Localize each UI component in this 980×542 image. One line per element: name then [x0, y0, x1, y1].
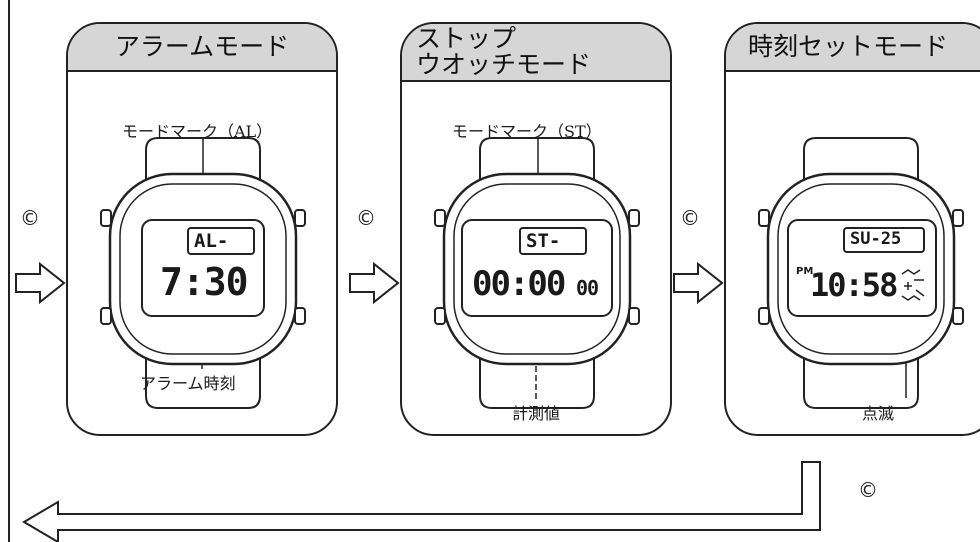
lcd-pm-indicator: PM	[796, 266, 814, 277]
button-c-mark-2: ©	[356, 206, 376, 230]
left-border	[8, 0, 10, 542]
panel-title-text: 時刻セットモード	[748, 31, 949, 61]
lcd-hundredths: 00	[576, 276, 599, 300]
panel-title-line2: ウオッチモード	[416, 50, 592, 79]
mode-mark-label-al: モードマーク（AL）	[122, 122, 273, 141]
lcd-mode-box-day-date: SU-25	[850, 229, 902, 249]
alarm-time-label: アラーム時刻	[140, 374, 236, 393]
right-arrow-icon-3	[673, 261, 724, 305]
button-c-mark-1: ©	[20, 206, 40, 230]
mode-mark-label-st: モードマーク（ST）	[452, 122, 602, 141]
panel-title-text: アラームモード	[114, 31, 290, 61]
watch-illustration-alarm	[100, 137, 306, 409]
return-arrow-icon	[22, 461, 821, 542]
right-arrow-icon-2	[349, 261, 400, 305]
lcd-time-stopwatch: 00:00	[472, 264, 566, 304]
lcd-mode-box-st: ST-	[526, 230, 561, 252]
panel-time-set-mode: 時刻セットモード 点滅 PM SU-25 10:58	[724, 22, 980, 436]
lcd-time-set: 10:58	[810, 266, 898, 304]
panel-title-time-set: 時刻セットモード	[726, 24, 980, 72]
lcd-mode-box-al: AL-	[194, 230, 229, 252]
measured-value-label: 計測値	[512, 404, 561, 423]
watch-illustration-time-set	[758, 137, 964, 409]
panel-title-stopwatch: ストップ ウオッチモード	[402, 24, 670, 82]
right-arrow-icon-1	[15, 261, 66, 305]
panel-alarm-mode: アラームモード モードマーク（AL） アラーム時刻 AL- 7:30	[66, 22, 338, 436]
panel-title-line1: ストップ	[416, 23, 517, 53]
button-c-mark-3: ©	[680, 206, 700, 230]
lcd-time-alarm: 7:30	[160, 260, 249, 304]
panel-stopwatch-mode: ストップ ウオッチモード モードマーク（ST） ST- 00:00 00 計測値	[400, 22, 672, 436]
panel-title-alarm: アラームモード	[68, 24, 336, 72]
button-c-mark-4: ©	[858, 478, 878, 502]
watch-illustration-stopwatch	[434, 137, 640, 409]
